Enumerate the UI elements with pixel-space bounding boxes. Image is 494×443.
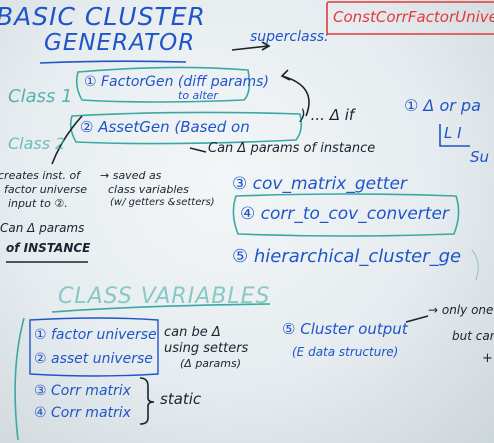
right-fragment-1: ① Δ or pa [404,96,481,115]
left-note-1: creates inst. of [0,169,81,182]
cv1: ① factor universe [34,327,157,343]
class-variables-heading: CLASS VARIABLES [58,284,271,309]
left-note-3: input to ②. [8,197,68,210]
item2-assetgen: ② AssetGen (Based on [80,118,250,136]
cv-box [29,317,159,377]
cv-static: static [160,390,202,408]
superclass-label: superclass: [250,29,329,45]
only-one-line-1: → only one [428,303,494,317]
cv-brace-note-3: (Δ params) [180,357,242,370]
class-variables-bracket [14,317,25,441]
can-params-arrow [189,147,207,153]
assetgen-box [69,111,303,145]
assetgen-to-notes-arrow [51,115,83,165]
method4-box [232,193,460,237]
saved-note-2: class variables [108,183,189,196]
item2-note: Can Δ params of instance [208,141,376,156]
method3: ③ cov_matrix_getter [232,174,407,194]
class2-label: Class 2 [8,134,66,153]
left-note-5: of INSTANCE [6,241,91,255]
cv-brace-note-2: using setters [164,341,249,356]
plus-sign: + [482,351,493,366]
saved-note-3: (w/ getters & [110,197,176,208]
cv2: ② asset universe [34,351,153,367]
superclass-box [326,1,494,35]
cv5: ⑤ Cluster output [282,320,408,338]
cv-brace-note-1: can be Δ [164,325,221,340]
cv3: ③ Corr matrix [34,383,131,399]
class-variables-underline [51,303,271,313]
saved-note-1: → saved as [100,169,162,182]
static-brace [139,377,155,425]
item1-factorgen: ① FactorGen (diff params) [84,74,269,90]
superclass-arrow [231,45,269,51]
factorgen-box [75,66,251,103]
right-arrow [439,124,470,147]
right-fragment-2: L I [444,124,462,142]
cv4: ④ Corr matrix [34,405,131,421]
only-one-arrow [405,315,429,323]
superclass-value: ConstCorrFactorUniverse [333,8,494,26]
left-note-2: factor universe [4,183,88,196]
right-smudge [471,249,479,281]
method5: ⑤ hierarchical_cluster_ge [232,246,462,267]
item1-subtext: to alter [178,89,218,102]
class1-label: Class 1 [8,86,73,107]
title-underline [39,60,187,64]
left-note-4: Can Δ params [0,221,85,235]
title-line-1: BASIC CLUSTER [0,2,206,31]
only-one-line-2: but can [452,329,494,343]
title-line-2: GENERATOR [44,30,196,56]
saved-note-4: setters) [176,197,215,208]
method4: ④ corr_to_cov_converter [240,204,449,224]
item2-continuation: ) ... Δ if [300,106,355,124]
right-fragment-3: Su [470,148,490,166]
cv5-subtext: (E data structure) [292,345,399,359]
